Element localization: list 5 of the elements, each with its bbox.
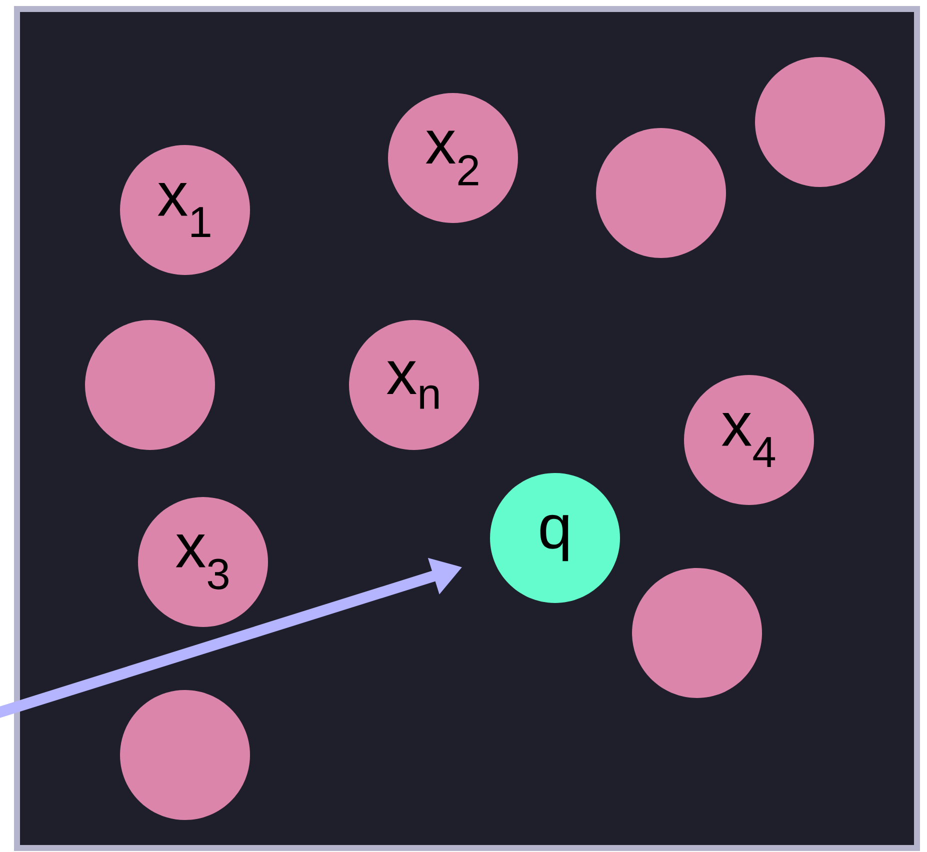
point-circle (755, 57, 885, 187)
point-circle (596, 128, 726, 258)
point-circle (120, 690, 250, 820)
point-circle (632, 568, 762, 698)
point-circle (85, 320, 215, 450)
